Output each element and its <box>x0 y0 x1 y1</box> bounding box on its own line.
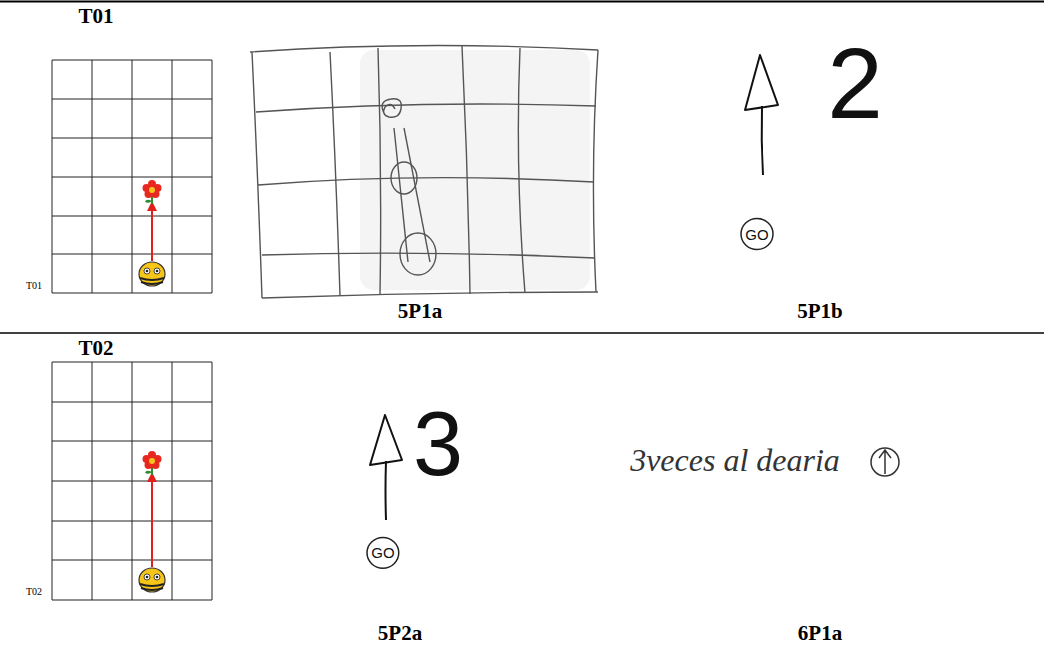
circle-outline <box>741 219 773 250</box>
go-circle: GO <box>740 217 774 251</box>
bee-bot-icon <box>139 568 165 592</box>
task-grid <box>52 362 212 600</box>
go-label: GO <box>371 545 394 560</box>
task-id: T01 <box>78 5 113 28</box>
task-id: T02 <box>78 337 113 360</box>
path-arrow <box>151 203 153 261</box>
flower-icon <box>143 451 162 475</box>
grid-label: T01 <box>26 280 42 291</box>
table-rule <box>0 332 1044 334</box>
task-grid <box>52 60 212 293</box>
circle-outline <box>367 538 399 569</box>
bee-bot-icon <box>139 262 165 286</box>
sample-id: 6P1a <box>798 622 842 645</box>
flower-icon <box>143 180 162 204</box>
hand-arrow <box>370 415 402 520</box>
handwritten-note: 3veces al dearia <box>630 443 840 478</box>
circled-arrow <box>871 448 899 476</box>
hand-sketch <box>250 45 598 298</box>
table-rule <box>0 1 1044 3</box>
grid-label: T02 <box>26 586 42 597</box>
handwritten-number: 2 <box>827 28 883 138</box>
handwritten-number: 3 <box>413 395 463 494</box>
sample-id: 5P1b <box>797 300 843 323</box>
sample-id: 5P1a <box>398 300 442 323</box>
go-label: GO <box>745 227 768 242</box>
path-arrow <box>151 474 153 567</box>
sample-id: 5P2a <box>378 622 422 645</box>
hand-arrow <box>745 55 778 175</box>
go-circle: GO <box>366 536 400 570</box>
